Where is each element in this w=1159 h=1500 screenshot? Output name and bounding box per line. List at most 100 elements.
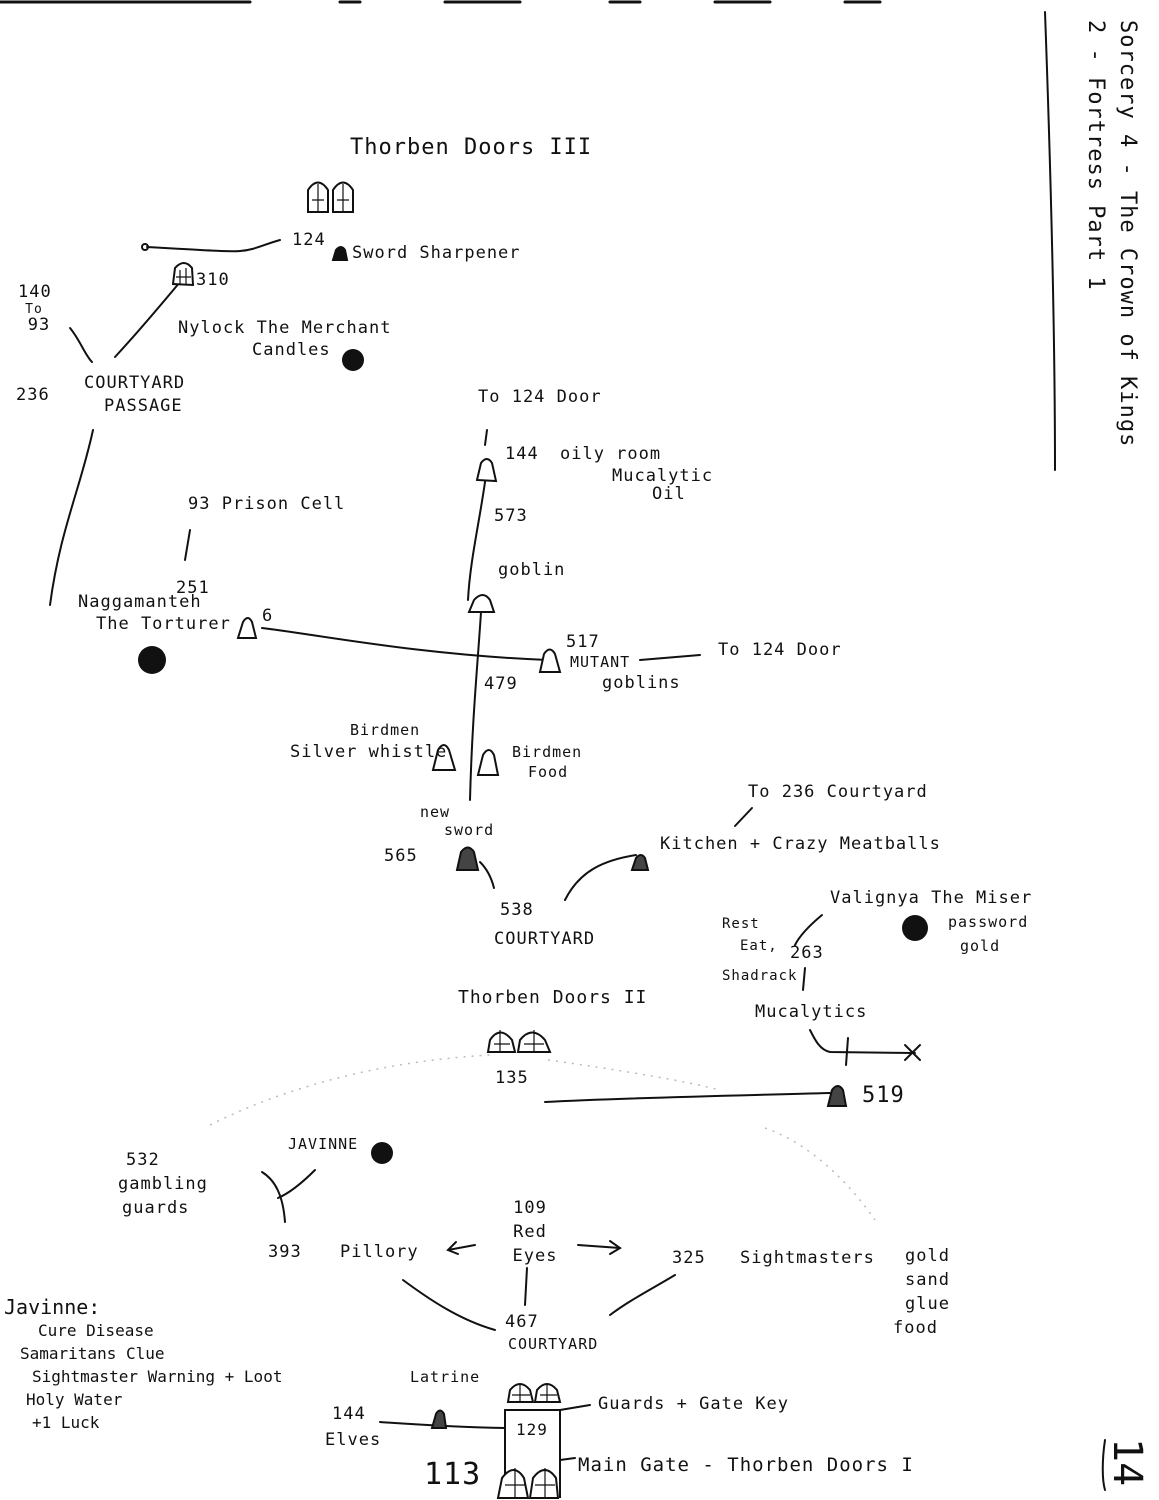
map-subtitle: 2 - Fortress Part 1: [1083, 20, 1108, 291]
label-courtyard538: COURTYARD: [494, 929, 596, 949]
label-new-sword-1: new: [420, 803, 451, 821]
door-latrine-icon: [430, 1409, 448, 1429]
label-javinne: JAVINNE: [288, 1135, 359, 1153]
arrow-right-head: [609, 1240, 622, 1255]
npc-nylock-dot: [342, 349, 364, 371]
faint-lines: [209, 1054, 876, 1221]
door-519-icon: [826, 1085, 848, 1107]
path-124-top: [146, 239, 281, 253]
label-nylock: Nylock The Merchant: [178, 318, 392, 338]
label-mucalytic-oil-2: Oil: [652, 484, 686, 504]
label-129: 129: [516, 1420, 548, 1439]
notes-item: Samaritans Clue: [20, 1344, 165, 1363]
label-guards: guards: [122, 1198, 190, 1218]
arrow-left-line: [447, 1244, 476, 1251]
label-courtyard-passage-1: COURTYARD: [84, 373, 186, 393]
path-519-stub: [845, 1037, 849, 1066]
path-passage-down: [49, 429, 94, 606]
path-torturer: [261, 627, 549, 661]
label-gold-sight: gold: [905, 1246, 950, 1266]
label-236: 236: [16, 385, 50, 405]
path-519: [544, 1092, 831, 1103]
label-sword-sharpener: Sword Sharpener: [352, 243, 521, 263]
label-538: 538: [500, 900, 534, 920]
door-goblin-icon: [467, 594, 496, 613]
path-guards: [559, 1404, 591, 1411]
label-glue: glue: [905, 1294, 950, 1314]
path-prison: [184, 529, 191, 561]
dead-end-x: [904, 1044, 921, 1061]
door-144-icon: [475, 458, 498, 483]
label-birdmen-left-2: Silver whistle: [290, 742, 448, 762]
label-mutant: MUTANT: [570, 653, 631, 671]
label-251: 251: [176, 578, 210, 598]
label-to124-right: To 124 Door: [718, 640, 842, 660]
label-124-top: 124: [292, 230, 326, 250]
path-140: [69, 327, 93, 363]
label-to: To: [25, 302, 43, 317]
path-109: [524, 1267, 528, 1306]
label-sightmasters: Sightmasters: [740, 1248, 875, 1268]
label-rest-3: Shadrack: [722, 968, 798, 984]
label-candles: Candles: [252, 340, 331, 360]
path-565: [479, 861, 495, 889]
label-kitchen: Kitchen + Crazy Meatballs: [660, 834, 941, 854]
label-goblin: goblin: [498, 560, 566, 580]
label-oily-room: oily room: [560, 444, 662, 464]
label-courtyard467: COURTYARD: [508, 1335, 599, 1353]
label-310: 310: [196, 270, 230, 290]
label-birdmen-right-1: Birdmen: [512, 743, 583, 761]
path-pillory: [402, 1279, 496, 1331]
door-markers: [171, 181, 848, 1499]
section-doors2: Thorben Doors II: [458, 987, 648, 1008]
path-573: [467, 474, 487, 601]
label-new-sword-2: sword: [444, 821, 495, 839]
path-mucalytics: [809, 1029, 916, 1054]
label-birdmen-right-2: Food: [528, 763, 569, 781]
label-torturer: The Torturer: [96, 614, 231, 634]
arrow-left-head: [446, 1241, 459, 1255]
page-number-bracket: [1101, 1439, 1106, 1491]
map-title: Sorcery 4 - The Crown of Kings: [1115, 20, 1140, 448]
label-latrine: Latrine: [410, 1368, 481, 1386]
label-467: 467: [505, 1312, 539, 1332]
label-mucalytic-oil-1: Mucalytic: [612, 466, 714, 486]
notes-item: +1 Luck: [32, 1413, 100, 1432]
label-93: 93: [27, 315, 51, 335]
door-food-icon: [476, 749, 500, 776]
label-517: 517: [566, 632, 600, 652]
path-javinne: [277, 1169, 316, 1199]
arrow-right-line: [577, 1244, 621, 1249]
label-573: 573: [494, 506, 528, 526]
label-565: 565: [384, 846, 418, 866]
page-number: 14: [1104, 1438, 1150, 1487]
section-doors1: Main Gate - Thorben Doors I: [578, 1454, 914, 1476]
label-sand: sand: [905, 1270, 950, 1290]
path-to236: [734, 807, 753, 827]
path-valignya: [794, 914, 823, 946]
label-goblins: goblins: [602, 673, 681, 693]
label-gambling: gambling: [118, 1174, 208, 1194]
label-mucalytics: Mucalytics: [755, 1002, 868, 1022]
section-doors3: Thorben Doors III: [350, 135, 593, 160]
path-main-spine: [469, 611, 482, 801]
label-gold-valignya: gold: [960, 937, 1001, 955]
label-birdmen-left-1: Birdmen: [350, 721, 421, 739]
label-rest-1: Rest: [722, 916, 760, 932]
label-113: 113: [424, 1457, 482, 1492]
label-courtyard-passage-2: PASSAGE: [104, 396, 183, 416]
path-main-gate: [559, 1457, 576, 1461]
npc-valignya-dot: [902, 915, 928, 941]
doors3-icon: [307, 181, 354, 213]
path-310: [114, 281, 181, 358]
notes-item: Sightmaster Warning + Loot: [32, 1367, 283, 1386]
door-6-icon: [236, 617, 258, 639]
npc-javinne-dot: [371, 1142, 393, 1164]
notes-heading: Javinne:: [4, 1295, 101, 1319]
notes-item: Cure Disease: [38, 1321, 154, 1340]
label-pillory: Pillory: [340, 1242, 419, 1262]
label-135: 135: [495, 1068, 529, 1088]
door-565-icon: [455, 846, 480, 871]
label-6: 6: [262, 606, 274, 626]
label-393: 393: [268, 1242, 302, 1262]
